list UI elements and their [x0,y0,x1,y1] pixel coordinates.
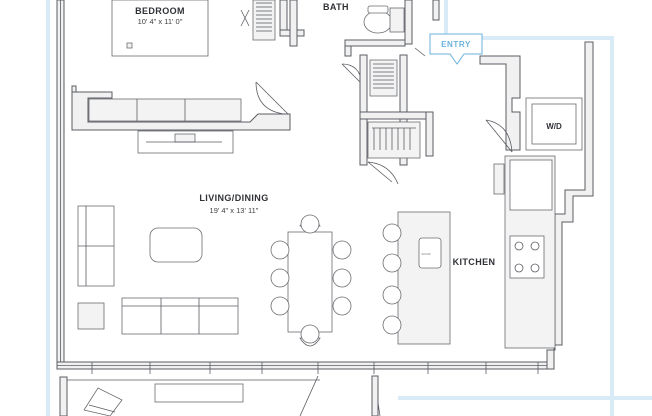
bedroom-closet [240,0,298,47]
kitchen-door-leaf [485,119,513,153]
sink-icon [389,7,405,33]
bedroom-door-leaf [255,81,289,115]
washer-dryer-label: W/D [546,122,562,131]
bath-door-leaf [341,63,363,85]
entry-marker-icon [429,33,483,65]
toilet-icon [363,10,393,34]
entry-label: ENTRY [441,40,471,49]
kitchen-upper-wall [479,55,521,151]
living-area [77,205,239,335]
kitchen-label: KITCHEN [453,257,496,267]
island-sink [418,237,442,269]
bedroom-partition [71,91,291,131]
balcony-door-left [299,375,319,416]
bath-label: BATH [323,2,349,12]
tv [174,133,196,143]
balcony-lounger [83,387,123,416]
sofa-bottom [121,297,239,335]
coffee-table [149,227,203,263]
bath [341,5,406,85]
bedroom [71,0,305,154]
dining-set [270,214,352,347]
exterior-glow [46,0,652,416]
kitchen-island [382,211,451,345]
balcony-bench [154,383,244,403]
bedroom-dims: 10' 4" x 11' 0" [138,17,183,26]
window-mullions [91,362,539,374]
dining-table [287,231,333,333]
living-dining-dims: 19' 4" x 13' 11" [210,206,259,215]
entry-wall-top [404,0,413,45]
side-table [77,302,105,330]
kitchen [479,55,583,349]
island [397,211,451,345]
entry-wall-jamb [432,0,440,21]
door-swing-icon [255,81,285,115]
island-sink-tag: SOUND [421,252,430,256]
bed [111,0,209,57]
fridge [509,159,553,211]
living-dining-label: LIVING/DINING [199,193,268,203]
hall-closets [359,47,434,185]
balcony [59,375,381,416]
bed-side-table [126,42,133,49]
bedroom-label: BEDROOM [135,6,185,16]
cooktop-icon [509,235,545,279]
